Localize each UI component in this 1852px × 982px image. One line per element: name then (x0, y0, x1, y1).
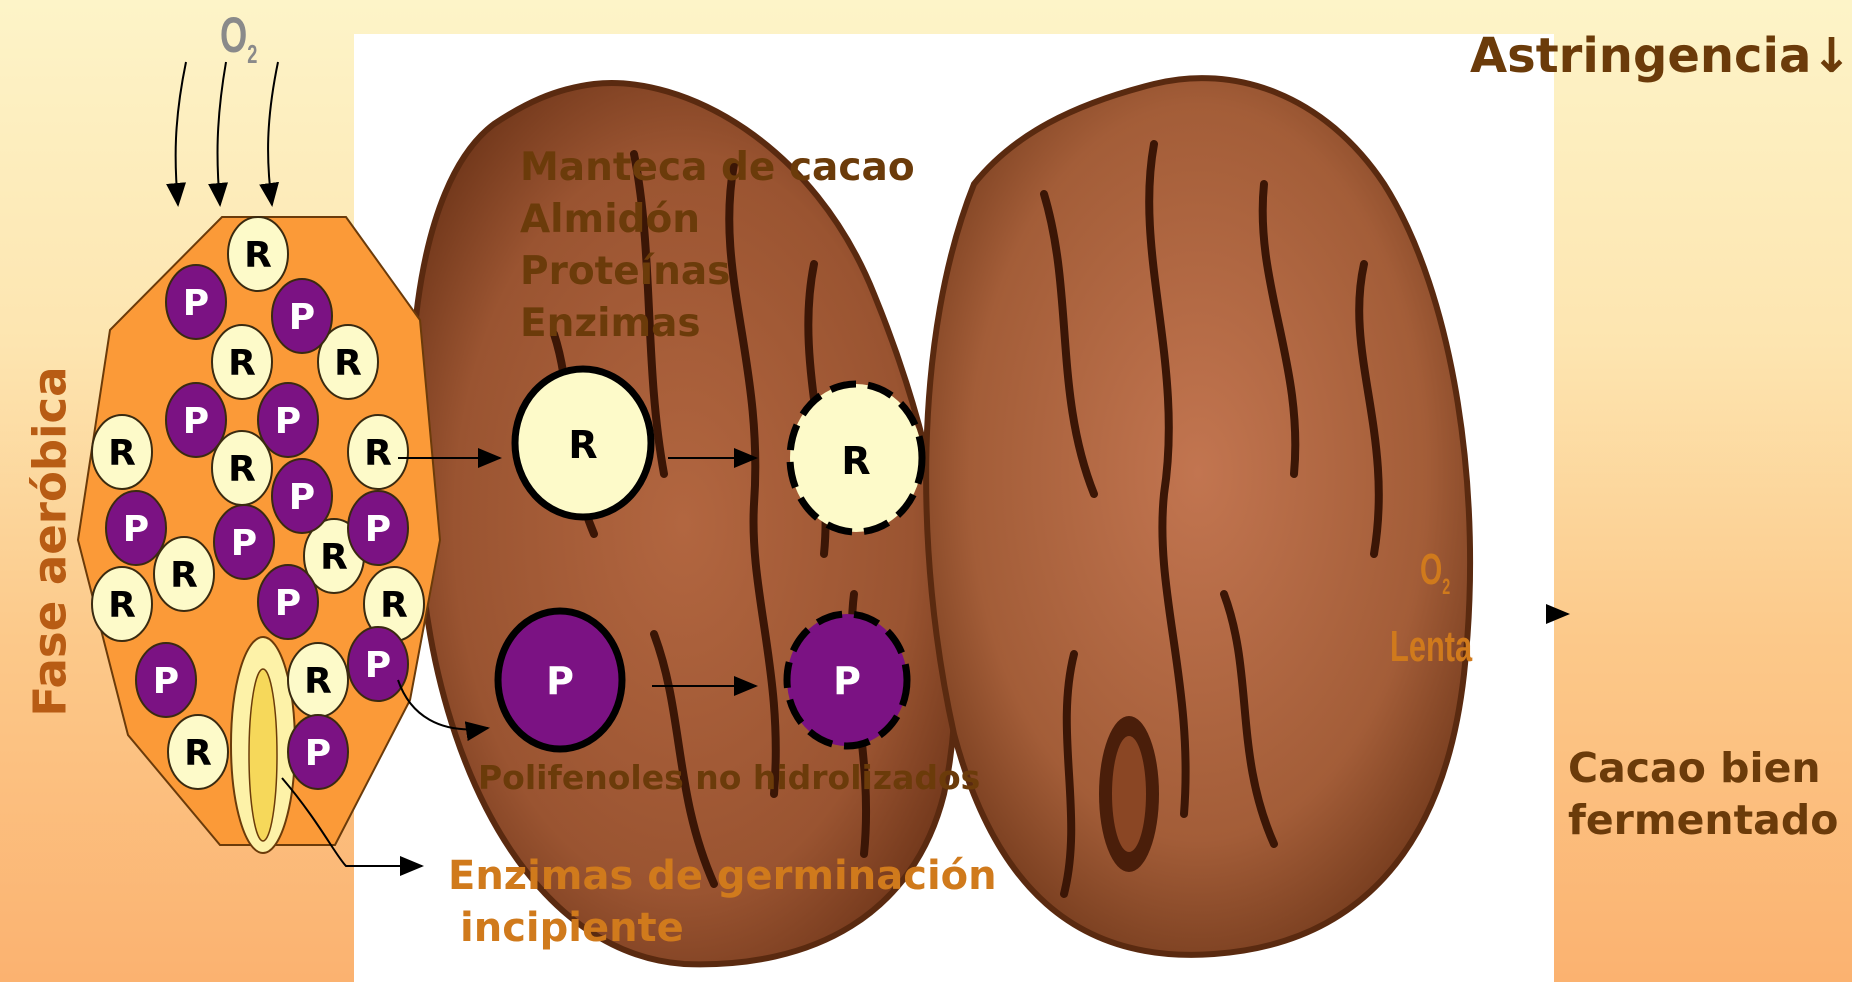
cell-r: R (92, 567, 152, 641)
svg-text:P: P (305, 733, 331, 774)
cell-r: R (348, 415, 408, 489)
svg-text:P: P (183, 283, 209, 324)
bean-content-item: Enzimas (520, 298, 915, 350)
cell-r: R (92, 415, 152, 489)
cell-r: R (212, 325, 272, 399)
aerobic-phase-label: Fase aeróbica (24, 342, 77, 742)
bean-content-item: Almidón (520, 194, 915, 246)
bean-content-item: Proteínas (520, 246, 915, 298)
polyphenols-label: Polifenoles no hidrolizados (478, 758, 980, 797)
svg-text:P: P (231, 523, 257, 564)
svg-text:R: R (841, 439, 870, 483)
svg-text:P: P (123, 509, 149, 550)
svg-text:P: P (289, 297, 315, 338)
cell-p: P (166, 265, 226, 339)
svg-text:P: P (833, 659, 861, 703)
cell-p: P (348, 491, 408, 565)
svg-text:R: R (108, 585, 136, 626)
cell-p: P (166, 383, 226, 457)
svg-text:R: R (108, 433, 136, 474)
well-fermented-label: Cacao bien fermentado (1568, 742, 1838, 846)
germination-enzymes-label: Enzimas de germinación incipiente (448, 850, 997, 954)
svg-text:P: P (365, 645, 391, 686)
cell-p: P (272, 459, 332, 533)
cell-p: P (258, 565, 318, 639)
oxygen-inflow-arrows (176, 62, 278, 205)
cell-r-intact: R (515, 369, 651, 517)
cell-r: R (168, 715, 228, 789)
svg-text:R: R (228, 449, 256, 490)
embryo-icon (231, 637, 295, 853)
cell-r: R (228, 217, 288, 291)
svg-text:R: R (334, 343, 362, 384)
svg-text:R: R (244, 235, 272, 276)
svg-text:R: R (380, 585, 408, 626)
cell-p-intact: P (498, 611, 622, 749)
bean-contents-list: Manteca de cacao Almidón Proteínas Enzim… (520, 142, 915, 350)
svg-text:P: P (365, 509, 391, 550)
cell-p-degraded: P (787, 614, 907, 746)
cell-p: P (214, 505, 274, 579)
svg-text:R: R (364, 433, 392, 474)
svg-text:P: P (275, 401, 301, 442)
cell-p: P (136, 643, 196, 717)
cell-p: P (106, 491, 166, 565)
astringency-label: Astringencia↓ (1470, 28, 1852, 84)
bean-content-item: Manteca de cacao (520, 142, 915, 194)
cell-p: P (258, 383, 318, 457)
svg-text:P: P (275, 583, 301, 624)
svg-text:R: R (184, 733, 212, 774)
cell-p: P (348, 627, 408, 701)
cell-r: R (288, 643, 348, 717)
oxygen-right-label: O2 (1420, 545, 1450, 600)
svg-text:R: R (320, 537, 348, 578)
svg-text:R: R (170, 555, 198, 596)
oxygen-top-label: O2 (220, 6, 257, 70)
svg-text:R: R (568, 423, 597, 467)
svg-text:P: P (153, 661, 179, 702)
svg-text:R: R (304, 661, 332, 702)
cell-r: R (154, 537, 214, 611)
transformation-arrows (282, 458, 1568, 866)
cell-p: P (272, 279, 332, 353)
svg-text:R: R (228, 343, 256, 384)
cell-r-degraded: R (790, 384, 922, 532)
cell-p: P (288, 715, 348, 789)
svg-text:P: P (289, 477, 315, 518)
oxygen-speed-label: Lenta (1390, 622, 1472, 672)
svg-text:P: P (546, 659, 574, 703)
svg-text:P: P (183, 401, 209, 442)
